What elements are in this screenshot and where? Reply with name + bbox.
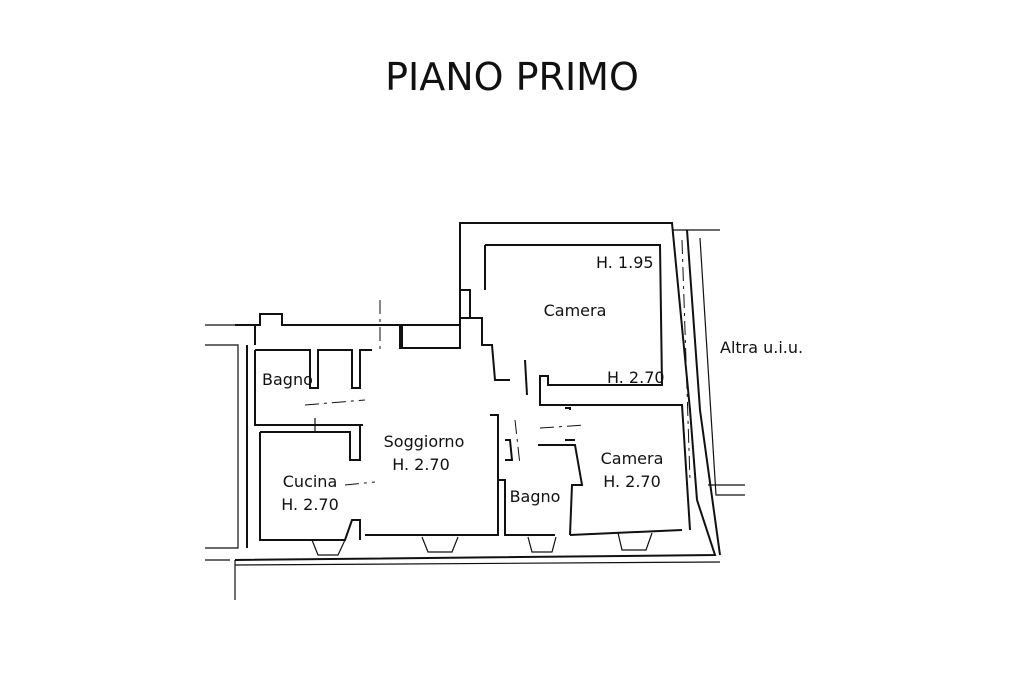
label-camera-top-height-low: H. 1.95 (596, 253, 654, 272)
outer-walls (205, 222, 745, 600)
door-openings (304, 239, 691, 486)
label-soggiorno: Soggiorno (384, 432, 465, 451)
label-soggiorno-height: H. 2.70 (392, 455, 450, 474)
plan-title: PIANO PRIMO (385, 55, 639, 99)
label-cucina-height: H. 2.70 (281, 495, 339, 514)
label-neighbor-unit: Altra u.i.u. (720, 338, 803, 357)
label-camera-right-height: H. 2.70 (603, 472, 661, 491)
label-bagno-right: Bagno (510, 487, 561, 506)
windows (311, 532, 653, 556)
label-bagno-left: Bagno (262, 370, 313, 389)
interior-walls (254, 244, 691, 541)
label-camera-top: Camera (544, 301, 607, 320)
label-cucina: Cucina (283, 472, 338, 491)
label-camera-top-height-high: H. 2.70 (607, 368, 665, 387)
label-camera-right: Camera (601, 449, 664, 468)
